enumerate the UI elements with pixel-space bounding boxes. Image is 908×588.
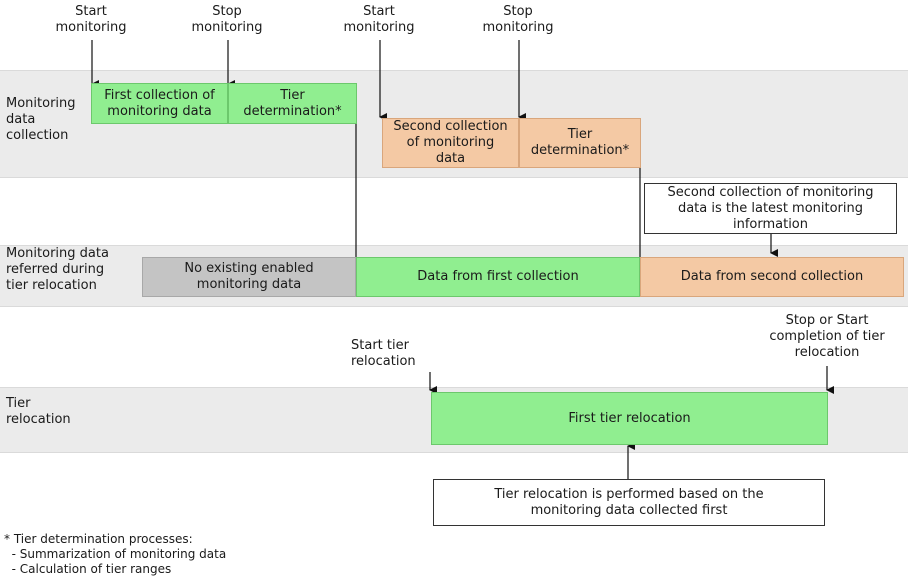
event-stop-monitoring-2: Stop monitoring — [482, 4, 554, 35]
box-tier-determination-1: Tier determination* — [228, 83, 357, 124]
event-stop-or-completion: Stop or Start completion of tier relocat… — [769, 313, 885, 360]
lane-label-referred: Monitoring data referred during tier rel… — [6, 246, 109, 293]
box-no-existing-data: No existing enabled monitoring data — [142, 257, 356, 297]
event-start-monitoring-1: Start monitoring — [55, 4, 127, 35]
footnote-title: * Tier determination processes: — [4, 532, 193, 546]
event-start-monitoring-2: Start monitoring — [343, 4, 415, 35]
event-start-tier-relocation: Start tier relocation — [351, 338, 416, 369]
event-stop-monitoring-1: Stop monitoring — [191, 4, 263, 35]
note-latest-monitoring-info: Second collection of monitoring data is … — [644, 183, 897, 234]
box-data-first-collection: Data from first collection — [356, 257, 640, 297]
box-first-collection: First collection of monitoring data — [91, 83, 228, 124]
lane-label-relocation: Tier relocation — [6, 396, 71, 427]
lane-label-monitoring: Monitoring data collection — [6, 96, 76, 143]
box-data-second-collection: Data from second collection — [640, 257, 904, 297]
footnote-item-summarization: - Summarization of monitoring data — [4, 547, 227, 561]
note-relocation-performed: Tier relocation is performed based on th… — [433, 479, 825, 526]
box-second-collection: Second collection of monitoring data — [382, 118, 519, 168]
box-tier-determination-2: Tier determination* — [519, 118, 641, 168]
box-first-tier-relocation: First tier relocation — [431, 392, 828, 445]
footnote-item-calculation: - Calculation of tier ranges — [4, 562, 172, 576]
